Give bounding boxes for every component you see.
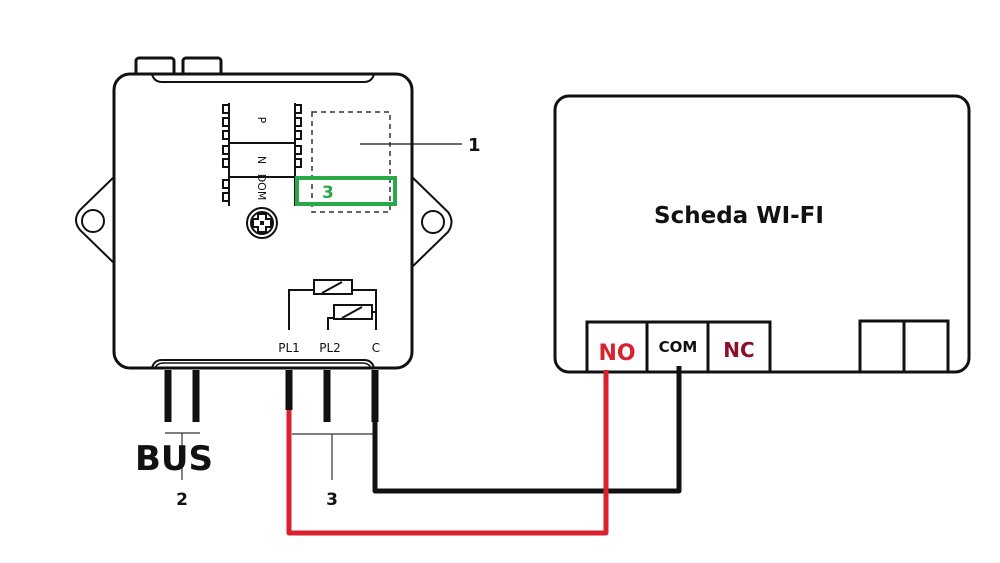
relay-schematic bbox=[288, 279, 377, 330]
wifi-board: Scheda WI-FI NO COM NC bbox=[553, 94, 971, 374]
relay-pins bbox=[285, 370, 379, 422]
mount-hole-right bbox=[421, 210, 445, 234]
terminal-label-no: NO bbox=[598, 341, 635, 366]
terminal-nc bbox=[706, 320, 772, 374]
screw-icon bbox=[246, 207, 278, 239]
dashed-component-area bbox=[311, 111, 391, 213]
mount-ear-right bbox=[411, 176, 453, 268]
bus-label: BUS bbox=[135, 439, 213, 479]
wifi-board-title: Scheda WI-FI bbox=[654, 203, 824, 229]
relay-device: P N DOM 1 3 PL1 PL2 C bbox=[75, 56, 481, 370]
bus-pins bbox=[164, 370, 200, 422]
terminal-label-nc: NC bbox=[723, 338, 754, 362]
pcb-label-n: N bbox=[255, 156, 268, 164]
extra-connector-2 bbox=[902, 319, 950, 374]
callout-1: 1 bbox=[468, 135, 481, 156]
mount-hole-left bbox=[81, 209, 105, 233]
mount-ear-left bbox=[75, 174, 117, 266]
pcb-label-p: P bbox=[255, 117, 268, 124]
terminal-strip bbox=[585, 320, 772, 374]
relay-label-pl1: PL1 bbox=[278, 341, 300, 355]
callout-2: 2 bbox=[176, 490, 188, 510]
relay-label-c: C bbox=[372, 341, 380, 355]
pcb-label-dom: DOM bbox=[255, 174, 268, 201]
black-wire-com-to-c bbox=[372, 366, 682, 494]
highlight-box bbox=[295, 176, 397, 206]
highlight-label: 3 bbox=[322, 183, 334, 203]
red-wire-no-to-pl1 bbox=[286, 370, 609, 536]
extra-connector-1 bbox=[858, 319, 906, 374]
terminal-label-com: COM bbox=[659, 338, 698, 356]
relay-label-pl2: PL2 bbox=[319, 341, 341, 355]
callout-3: 3 bbox=[326, 490, 338, 510]
